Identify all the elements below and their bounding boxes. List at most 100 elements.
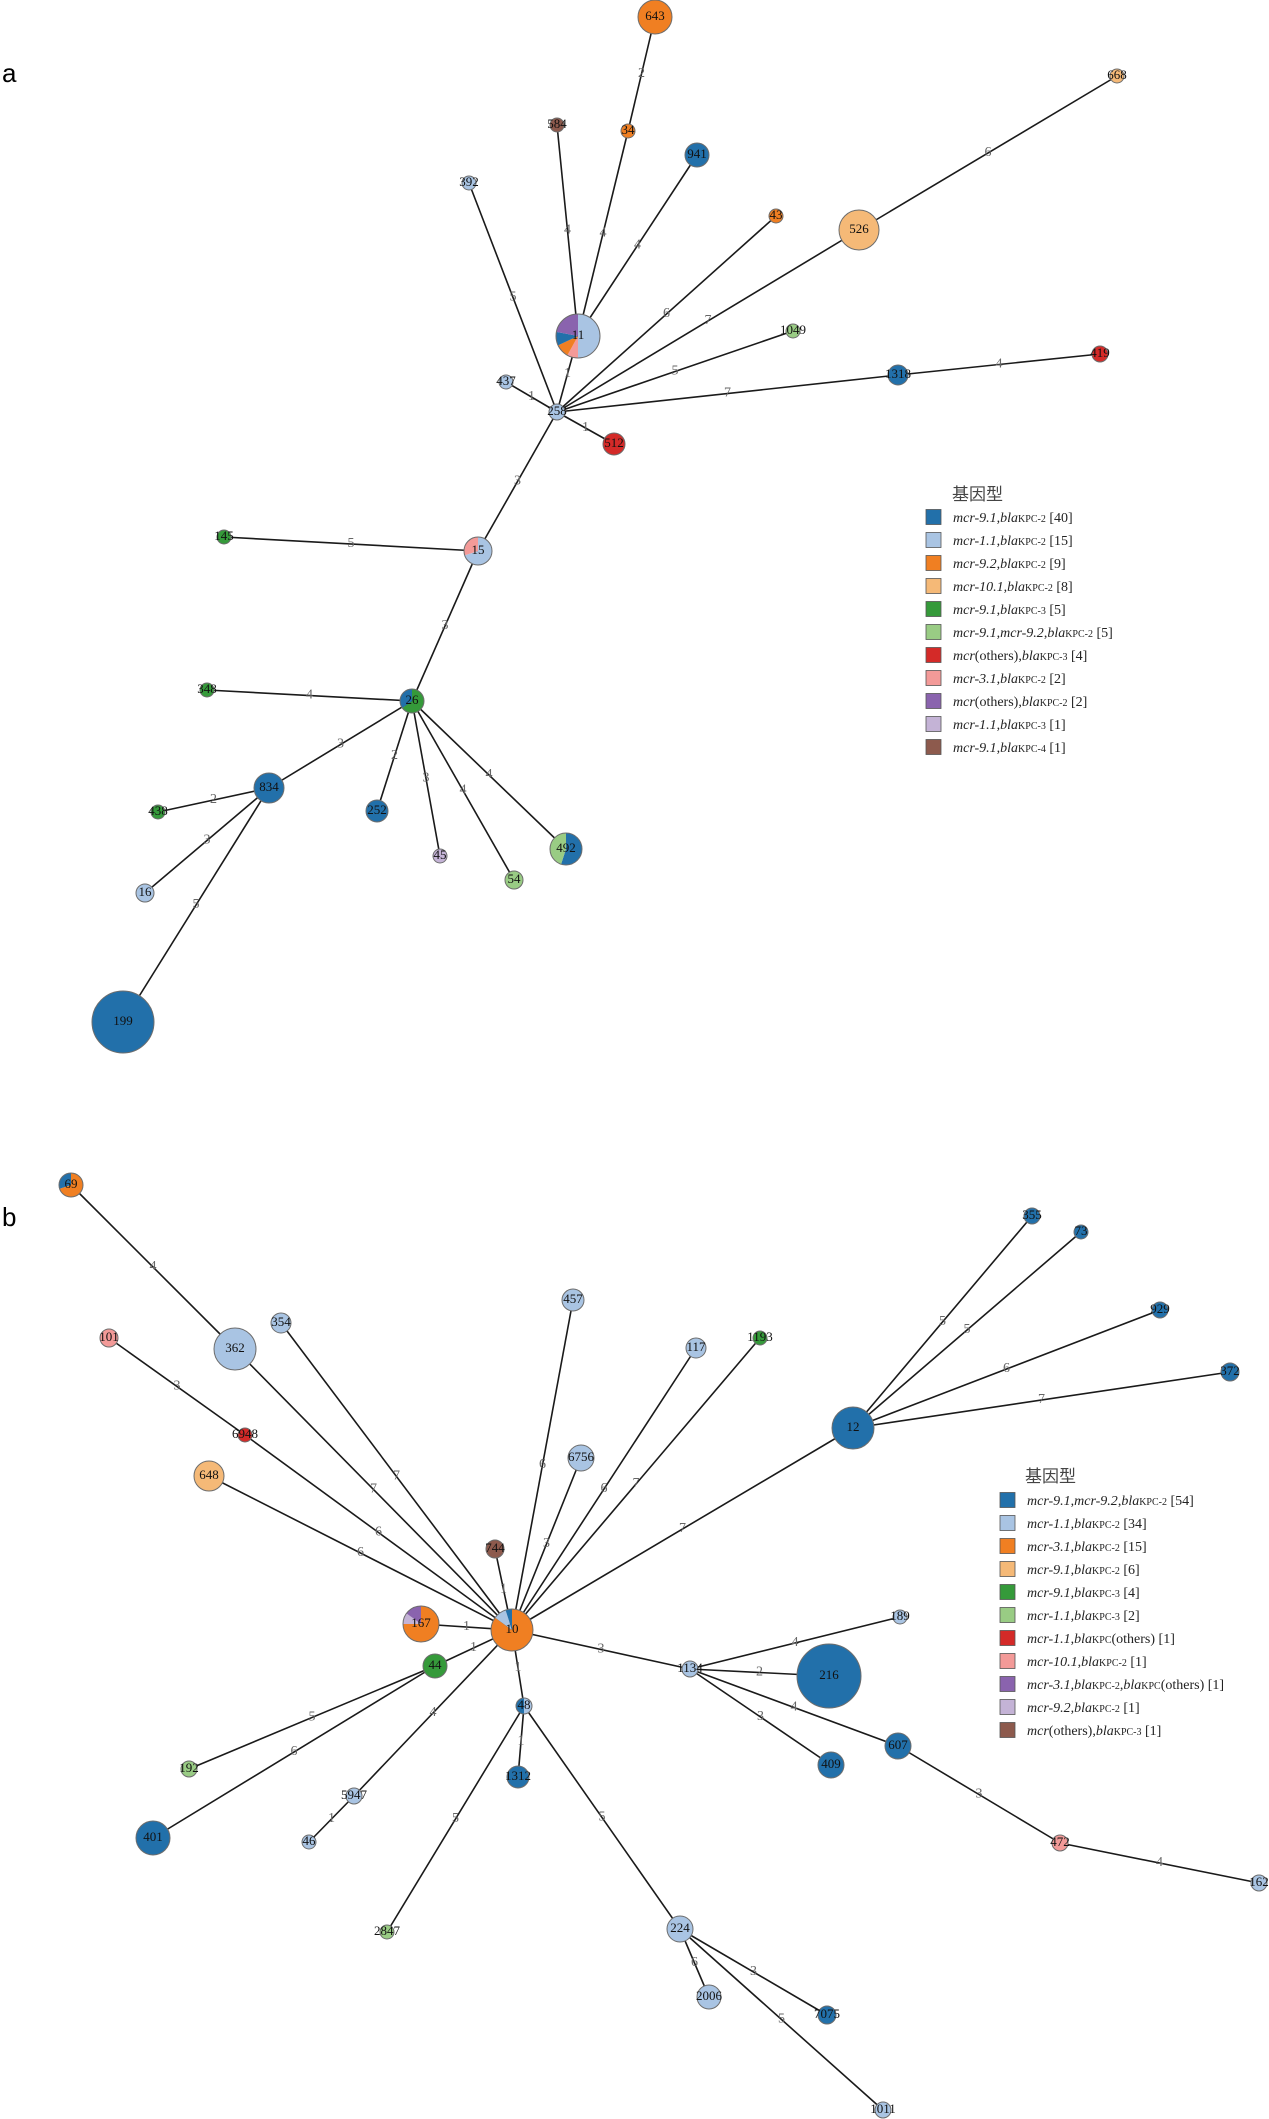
edge-weight-label: 4: [150, 1259, 157, 1274]
edge-224-7075: [679, 1928, 828, 2016]
edge-348-26: [206, 689, 413, 702]
legend-item: mcr(others),blaKPC-3 [1]: [999, 1722, 1161, 1739]
legend-items-b: mcr-9.1,mcr-9.2,blaKPC-2 [54]mcr-1.1,bla…: [999, 1492, 1224, 1739]
edge-weight-label: 3: [750, 1964, 757, 1979]
node-label: 43: [770, 207, 783, 222]
node-st-584: 584: [547, 116, 567, 133]
node-slice: [237, 1427, 253, 1443]
node-st-362: 362: [213, 1327, 257, 1371]
legend-label: mcr-9.2,blaKPC-2 [9]: [953, 557, 1066, 572]
node-st-46: 46: [301, 1833, 317, 1850]
edge-1134-189: [689, 1616, 901, 1670]
node-slice: [785, 323, 801, 339]
node-label: 252: [367, 802, 387, 817]
legend-swatch: [925, 601, 942, 617]
node-label: 16: [139, 884, 153, 899]
legend-swatch: [999, 1630, 1016, 1646]
node-st-7075: 7075: [814, 2005, 840, 2025]
node-label: 372: [1220, 1363, 1240, 1378]
node-slice: [99, 1328, 119, 1348]
node-st-192: 192: [179, 1760, 199, 1778]
node-st-457: 457: [561, 1288, 585, 1312]
node-label: 409: [821, 1756, 841, 1771]
edge-16-834: [144, 787, 270, 894]
node-st-348: 348: [197, 681, 217, 698]
edge-643-34: [627, 16, 656, 132]
node-label: 216: [819, 1667, 839, 1682]
edge-5947-46: [308, 1795, 355, 1843]
node-label: 44: [429, 1657, 443, 1672]
node-slice: [666, 1915, 694, 1943]
edge-10-1134: [511, 1629, 691, 1670]
node-slice: [432, 848, 448, 864]
node-slice: [685, 1337, 707, 1359]
node-st-668: 668: [1107, 67, 1127, 84]
node-st-101: 101: [99, 1328, 119, 1348]
edge-weight-label: 3: [174, 1379, 181, 1394]
node-label: 744: [485, 1540, 505, 1555]
panel-a-legend: 基因型 mcr-9.1,blaKPC-2 [40]mcr-1.1,blaKPC-…: [925, 485, 1113, 756]
legend-item: mcr-1.1,blaKPC-2 [15]: [925, 532, 1073, 549]
node-slice: [1073, 1224, 1089, 1240]
node-label: 1049: [780, 322, 806, 337]
node-st-199: 199: [91, 990, 155, 1054]
edge-145-15: [223, 536, 479, 552]
legend-swatch: [925, 716, 942, 732]
node-st-224: 224: [666, 1915, 694, 1943]
node-slice: [91, 990, 155, 1054]
node-label: 73: [1075, 1223, 1088, 1238]
node-st-6948: 6948: [232, 1426, 258, 1443]
edge-44-401: [152, 1665, 436, 1839]
node-slice: [831, 1406, 875, 1450]
edge-weight-label: 5: [510, 290, 517, 305]
node-slice: [838, 209, 880, 251]
edge-weight-label: 3: [423, 771, 430, 786]
legend-swatch: [999, 1653, 1016, 1669]
node-st-44: 44: [422, 1653, 448, 1679]
edge-weight-label: 6: [1003, 1361, 1010, 1376]
node-outline: [58, 1172, 84, 1198]
legend-swatch: [925, 739, 942, 755]
node-slice: [1250, 1874, 1268, 1892]
edge-weight-label: 6: [539, 1457, 546, 1472]
node-slice: [556, 331, 578, 346]
edge-834-199: [122, 787, 270, 1023]
edge-weight-label: 5: [193, 897, 200, 912]
legend-label: mcr-9.1,blaKPC-2 [40]: [953, 511, 1073, 526]
node-outline: [463, 536, 493, 566]
node-st-354: 354: [270, 1312, 292, 1334]
panel-b-legend: 基因型 mcr-9.1,mcr-9.2,blaKPC-2 [54]mcr-1.1…: [999, 1467, 1224, 1739]
edge-weight-label: 4: [460, 783, 467, 798]
node-label: 1312: [505, 1768, 531, 1783]
edge-weight-label: 7: [633, 1476, 640, 1491]
edge-1049-258: [556, 330, 794, 413]
legend-swatch: [999, 1607, 1016, 1623]
node-slice: [150, 804, 166, 820]
node-label: 834: [259, 779, 279, 794]
node-slice: [561, 833, 582, 865]
node-label: 401: [143, 1829, 163, 1844]
node-slice: [516, 1698, 524, 1714]
edge-weight-label: 4: [1156, 1855, 1163, 1870]
node-slice: [620, 123, 636, 139]
edge-weight-label: 4: [996, 357, 1003, 372]
node-slice: [1151, 1301, 1169, 1319]
legend-title-b: 基因型: [1025, 1467, 1076, 1487]
node-st-48: 48: [515, 1697, 533, 1715]
node-slice: [549, 833, 566, 865]
node-slice: [892, 1609, 908, 1625]
node-label: 7075: [814, 2006, 840, 2021]
legend-label: mcr(others),blaKPC-3 [1]: [1027, 1724, 1161, 1739]
node-st-258: 258: [547, 403, 567, 421]
node-label: 192: [179, 1760, 199, 1775]
edge-1318-258: [556, 374, 899, 413]
node-slice: [567, 336, 578, 358]
edge-101-6948: [108, 1337, 246, 1436]
node-label: 512: [604, 435, 624, 450]
node-slice: [602, 432, 626, 456]
edge-weight-label: 5: [672, 364, 679, 379]
legend-item: mcr-9.1,blaKPC-3 [5]: [925, 601, 1066, 618]
legend-item: mcr-1.1,blaKPC-3 [1]: [925, 716, 1066, 733]
edge-weight-label: 1: [518, 1734, 525, 1749]
